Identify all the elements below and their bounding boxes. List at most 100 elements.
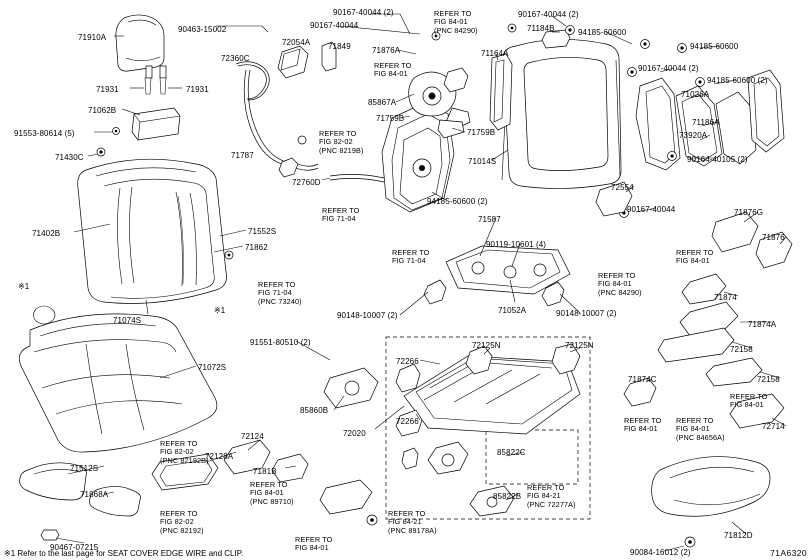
mark-1b: ※1 (214, 306, 226, 315)
refer-to-line: FIG 82-02 (319, 137, 353, 147)
headrest-group (115, 14, 181, 141)
refer-to-line: FIG 84-01 (374, 69, 408, 79)
part-label: 72360C (221, 54, 250, 63)
part-label: 72054A (282, 38, 311, 47)
refer-to-line: (PNC 84290) (598, 287, 642, 297)
cable-group (235, 41, 337, 178)
refer-to-line: FIG 71-04 (322, 214, 356, 224)
part-label: 71164A (481, 49, 509, 58)
part-label: 90167-40044 (2) (333, 8, 394, 17)
refer-to-line: (PNC 82192B) (160, 455, 209, 465)
part-label: 71587 (478, 215, 501, 224)
part-label: 94185-60600 (690, 42, 739, 51)
part-label: 71074S (113, 316, 142, 325)
part-label: 72760D (292, 178, 321, 187)
leader-lines (55, 13, 787, 552)
sheet-code: 71A6320 (770, 548, 807, 558)
part-label: 71026A (681, 90, 710, 99)
part-label: 72128A (205, 452, 234, 461)
part-label: 71014S (468, 157, 497, 166)
refer-to-line: REFER TO (676, 416, 714, 425)
part-label: 91551-80510 (2) (250, 338, 311, 347)
refer-to-line: REFER TO (250, 480, 288, 489)
refer-to-line: (PNC 84290) (434, 25, 478, 35)
refer-to-line: REFER TO (730, 392, 768, 401)
refer-to-line: REFER TO (388, 509, 426, 518)
part-label: 71868A (80, 490, 109, 499)
refer-to-line: (PNC 89178A) (388, 525, 437, 535)
refer-to-line: REFER TO (434, 9, 472, 18)
seatback-cover-group (33, 127, 234, 325)
refer-to-line: REFER TO (295, 535, 333, 544)
part-label: 90463-15002 (178, 25, 227, 34)
part-label: 90148-10007 (2) (337, 311, 398, 320)
part-label: 71874C (628, 375, 657, 384)
part-label: 72125N (472, 341, 501, 350)
part-label: 71874A (748, 320, 777, 329)
dashed-detail-box (385, 336, 591, 520)
refer-to-line: REFER TO (392, 248, 430, 257)
part-label: 91553-80614 (5) (14, 129, 75, 138)
part-label: 85822B (493, 492, 522, 501)
part-label: 71552S (248, 227, 277, 236)
part-label: 71849 (328, 42, 351, 51)
part-label: 71072S (198, 363, 227, 372)
part-label: 72554 (611, 183, 634, 192)
refer-to-line: FIG 84-01 (295, 543, 329, 553)
part-label: 90167-40044 (627, 205, 676, 214)
refer-to-line: REFER TO (598, 271, 636, 280)
refer-to-line: FIG 71-04 (392, 256, 426, 266)
part-label: 71931 (96, 85, 119, 94)
part-label: 71862 (245, 243, 268, 252)
part-label: 72158 (730, 345, 753, 354)
recliner-group (329, 67, 471, 213)
part-label: 71062B (88, 106, 117, 115)
part-label: 71876 (762, 233, 785, 242)
refer-to-line: FIG 84-01 (624, 424, 658, 434)
refer-to-line: REFER TO (624, 416, 662, 425)
mark-1a: ※1 (18, 282, 30, 291)
refer-to-line: FIG 82-02 (160, 447, 194, 457)
part-label: 85822C (497, 448, 526, 457)
refer-to-line: FIG 84-01 (598, 279, 632, 289)
part-label: 71759B (376, 114, 405, 123)
refer-to-line: (PNC 72277A) (527, 499, 576, 509)
refer-to-line: FIG 71-04 (258, 288, 292, 298)
right-trim-group (623, 273, 785, 548)
part-label: 71402B (32, 229, 61, 238)
refer-to-line: REFER TO (319, 129, 357, 138)
part-label: 90167-40044 (310, 21, 359, 30)
refer-to-line: (PNC 89710) (250, 496, 294, 506)
part-label: 90164-40105 (2) (687, 155, 748, 164)
part-label: 90167-40044 (2) (518, 10, 579, 19)
part-label: 71186A (692, 118, 720, 127)
refer-to-line: FIG 84-01 (676, 256, 710, 266)
part-label: 71512S (70, 464, 99, 473)
part-label: 7181B (253, 467, 277, 476)
refer-to-line: FIG 84-01 (250, 488, 284, 498)
part-label: 90084-16012 (2) (630, 548, 691, 557)
part-label: 71874 (714, 293, 737, 302)
part-label: 71759B (467, 128, 496, 137)
part-label: 94185-60600 (2) (707, 76, 768, 85)
refer-to-line: FIG 84-21 (527, 491, 561, 501)
part-label: 71876G (734, 208, 764, 217)
refer-to-line: FIG 84-01 (676, 424, 710, 434)
part-label: 90167-40044 (2) (638, 64, 699, 73)
